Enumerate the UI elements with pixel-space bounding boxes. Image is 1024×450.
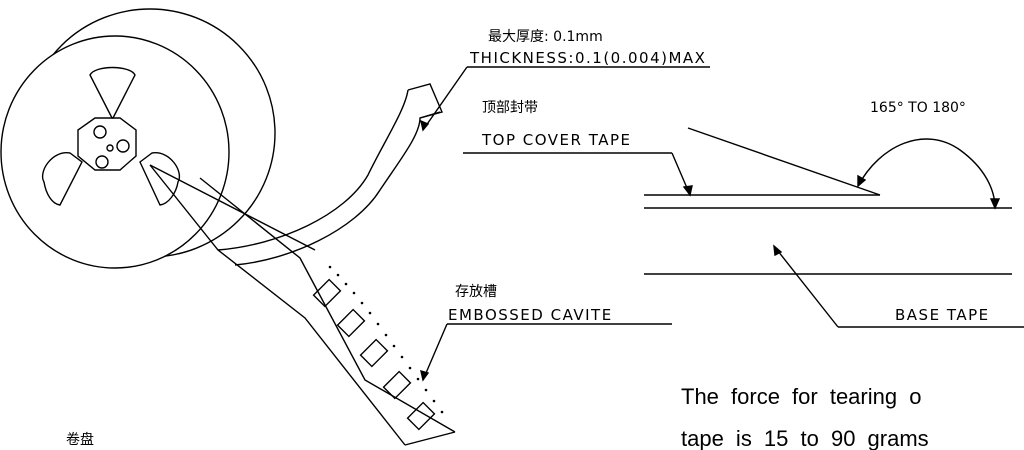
base-tape-leader xyxy=(773,245,839,328)
reel-window xyxy=(41,152,83,206)
angle-arc xyxy=(857,138,996,209)
tape-strip-end xyxy=(407,83,443,119)
cavity-en-label: EMBOSSED CAVITE xyxy=(448,306,613,324)
angle-label: 165° TO 180° xyxy=(870,100,966,116)
pocket xyxy=(382,370,412,400)
carrier-tape-edge xyxy=(199,177,456,433)
carrier-tape-end xyxy=(404,431,456,446)
reel-front-flange xyxy=(0,35,230,269)
pocket xyxy=(336,308,366,338)
hub-hole xyxy=(106,144,114,152)
pocket xyxy=(406,401,436,431)
arrow-head xyxy=(857,174,867,188)
sprocket-holes xyxy=(328,265,444,414)
arrow-head xyxy=(773,244,783,257)
hub-hole xyxy=(95,155,109,169)
embossed-pockets xyxy=(312,278,436,431)
peel-angle-line xyxy=(687,127,881,196)
carrier-tape-inner xyxy=(149,164,316,251)
cavity-cn-label: 存放槽 xyxy=(455,284,497,300)
reel-window xyxy=(89,66,136,119)
note-line-2: tape is 15 to 90 grams xyxy=(681,426,929,450)
top-cover-cn-label: 顶部封带 xyxy=(482,100,538,116)
thickness-en-label: THICKNESS:0.1(0.004)MAX xyxy=(469,49,706,67)
top-cover-en-label: TOP COVER TAPE xyxy=(481,131,632,149)
pocket xyxy=(312,278,342,308)
tape-strip xyxy=(234,111,441,266)
thickness-leader xyxy=(422,66,468,131)
carrier-tape-edge xyxy=(149,164,406,446)
arrow-head xyxy=(420,119,430,132)
arrow-head xyxy=(420,370,430,382)
thickness-cn-label: 最大厚度: 0.1mm xyxy=(488,29,603,45)
pocket xyxy=(359,338,389,368)
note-line-1: The force for tearing o xyxy=(681,384,921,409)
cavity-leader xyxy=(422,323,448,381)
hub-hole xyxy=(93,125,107,139)
arrow-head xyxy=(682,185,693,197)
reel-window xyxy=(139,152,181,206)
hub-hole xyxy=(116,139,130,153)
reel-cn-label: 卷盘 xyxy=(66,431,94,448)
reel-hub xyxy=(77,117,137,171)
base-tape-label: BASE TAPE xyxy=(895,306,990,324)
tape-strip xyxy=(217,89,409,251)
arrow-head xyxy=(989,198,1001,210)
